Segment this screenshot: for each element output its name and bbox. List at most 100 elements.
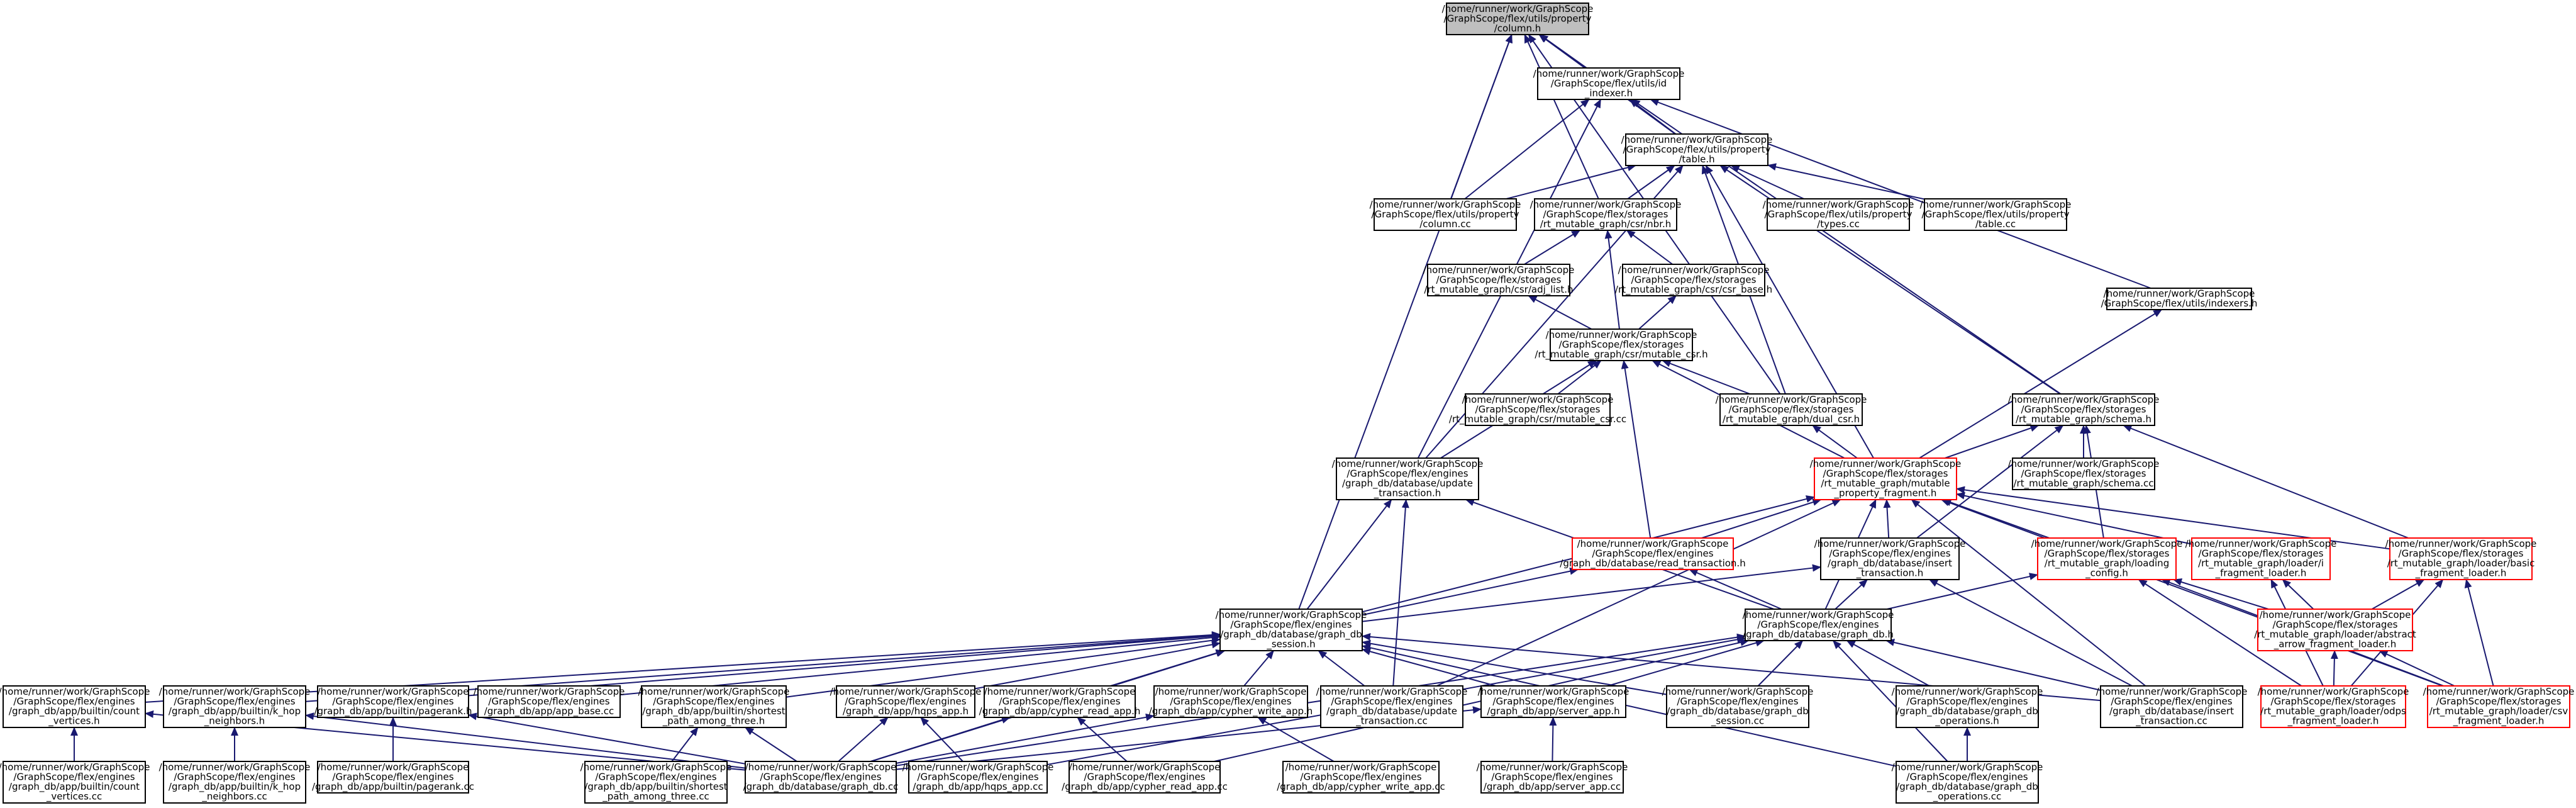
node-box[interactable] (163, 761, 306, 804)
node-box[interactable] (1924, 198, 2067, 231)
node-loading-config-h[interactable]: /home/runner/work/GraphScope/GraphScope/… (2031, 537, 2183, 580)
node-indexers-h[interactable]: /home/runner/work/GraphScope/GraphScope/… (2101, 288, 2258, 310)
node-box[interactable] (1282, 761, 1440, 794)
node-box[interactable] (1550, 328, 1693, 361)
node-insert-txn-h[interactable]: /home/runner/work/GraphScope/GraphScope/… (1814, 537, 1966, 580)
node-box[interactable] (2012, 393, 2155, 426)
node-graph-db-h[interactable]: /home/runner/work/GraphScope/GraphScope/… (1743, 609, 1894, 641)
node-cypher-read-h[interactable]: /home/runner/work/GraphScope/GraphScope/… (979, 685, 1141, 718)
node-cypher-write-h[interactable]: /home/runner/work/GraphScope/GraphScope/… (1149, 685, 1313, 718)
node-box[interactable] (1666, 685, 1809, 728)
node-box[interactable] (1427, 264, 1570, 296)
node-basic-loader-h[interactable]: /home/runner/work/GraphScope/GraphScope/… (2385, 537, 2537, 580)
node-box[interactable] (2037, 537, 2177, 580)
node-id-indexer-h[interactable]: /home/runner/work/GraphScope/GraphScope/… (1533, 67, 1685, 100)
node-table-h[interactable]: /home/runner/work/GraphScope/GraphScope/… (1621, 133, 1773, 166)
node-box[interactable] (641, 685, 787, 728)
node-cypher-write-cc[interactable]: /home/runner/work/GraphScope/GraphScope/… (1277, 761, 1445, 794)
node-server-app-h[interactable]: /home/runner/work/GraphScope/GraphScope/… (1478, 685, 1629, 718)
node-box[interactable] (3, 761, 146, 804)
node-arrow-loader-h[interactable]: /home/runner/work/GraphScope/GraphScope/… (2254, 609, 2416, 651)
node-read-txn-h[interactable]: /home/runner/work/GraphScope/GraphScope/… (1560, 537, 1746, 570)
node-box[interactable] (1320, 685, 1463, 728)
node-box[interactable] (1572, 537, 1734, 570)
node-count-vertices-h[interactable]: /home/runner/work/GraphScope/GraphScope/… (0, 685, 150, 728)
node-box[interactable] (317, 685, 469, 718)
node-mpf-h[interactable]: /home/runner/work/GraphScope/GraphScope/… (1810, 457, 1962, 500)
node-operations-cc[interactable]: /home/runner/work/GraphScope/GraphScope/… (1892, 761, 2043, 804)
node-box[interactable] (908, 761, 1048, 794)
node-session-h[interactable]: /home/runner/work/GraphScope/GraphScope/… (1216, 609, 1367, 651)
node-column-h[interactable]: /home/runner/work/GraphScope/GraphScope/… (1442, 3, 1594, 35)
node-box[interactable] (1069, 761, 1221, 794)
node-shortest-h[interactable]: /home/runner/work/GraphScope/GraphScope/… (638, 685, 790, 728)
node-box[interactable] (836, 685, 975, 718)
node-box[interactable] (1814, 457, 1957, 500)
node-box[interactable] (2012, 457, 2155, 490)
node-box[interactable] (1153, 685, 1308, 718)
node-insert-txn-cc[interactable]: /home/runner/work/GraphScope/GraphScope/… (2096, 685, 2248, 728)
node-schema-h[interactable]: /home/runner/work/GraphScope/GraphScope/… (2008, 393, 2160, 426)
node-box[interactable] (2389, 537, 2533, 580)
node-box[interactable] (584, 761, 728, 804)
node-box[interactable] (2427, 685, 2570, 728)
node-box[interactable] (1820, 537, 1960, 580)
node-mutable-csr-h[interactable]: /home/runner/work/GraphScope/GraphScope/… (1535, 328, 1708, 361)
node-graph-db-cc[interactable]: /home/runner/work/GraphScope/GraphScope/… (743, 761, 899, 794)
node-box[interactable] (1534, 198, 1677, 231)
node-adj-list-h[interactable]: /home/runner/work/GraphScope/GraphScope/… (1423, 264, 1575, 296)
node-cypher-read-cc[interactable]: /home/runner/work/GraphScope/GraphScope/… (1062, 761, 1228, 794)
node-box[interactable] (1446, 3, 1589, 35)
node-server-app-cc[interactable]: /home/runner/work/GraphScope/GraphScope/… (1477, 761, 1628, 794)
node-box[interactable] (1465, 393, 1611, 426)
node-box[interactable] (1622, 264, 1765, 296)
node-schema-cc[interactable]: /home/runner/work/GraphScope/GraphScope/… (2008, 457, 2160, 490)
node-update-txn-cc[interactable]: /home/runner/work/GraphScope/GraphScope/… (1316, 685, 1468, 728)
node-box[interactable] (477, 685, 621, 718)
node-dual-csr-h[interactable]: /home/runner/work/GraphScope/GraphScope/… (1716, 393, 1867, 426)
node-box[interactable] (984, 685, 1136, 718)
node-box[interactable] (1719, 393, 1863, 426)
node-csr-nbr-h[interactable]: /home/runner/work/GraphScope/GraphScope/… (1530, 198, 1682, 231)
node-box[interactable] (1767, 198, 1910, 231)
node-operations-h[interactable]: /home/runner/work/GraphScope/GraphScope/… (1892, 685, 2043, 728)
node-csr-base-h[interactable]: /home/runner/work/GraphScope/GraphScope/… (1615, 264, 1772, 296)
node-session-cc[interactable]: /home/runner/work/GraphScope/GraphScope/… (1662, 685, 1814, 728)
node-odps-loader-h[interactable]: /home/runner/work/GraphScope/GraphScope/… (2258, 685, 2409, 728)
node-box[interactable] (1896, 761, 2039, 804)
node-hqps-cc[interactable]: /home/runner/work/GraphScope/GraphScope/… (902, 761, 1054, 794)
node-box[interactable] (2257, 609, 2413, 651)
node-box[interactable] (2260, 685, 2406, 728)
node-k-hop-cc[interactable]: /home/runner/work/GraphScope/GraphScope/… (159, 761, 311, 804)
node-box[interactable] (1625, 133, 1768, 166)
node-box[interactable] (2191, 537, 2331, 580)
node-box[interactable] (317, 761, 469, 794)
node-types-cc[interactable]: /home/runner/work/GraphScope/GraphScope/… (1763, 198, 1914, 231)
node-box[interactable] (1896, 685, 2039, 728)
node-pagerank-cc[interactable]: /home/runner/work/GraphScope/GraphScope/… (312, 761, 474, 794)
node-box[interactable] (1374, 198, 1517, 231)
node-box[interactable] (163, 685, 306, 728)
node-k-hop-h[interactable]: /home/runner/work/GraphScope/GraphScope/… (159, 685, 311, 728)
node-shortest-cc[interactable]: /home/runner/work/GraphScope/GraphScope/… (580, 761, 732, 804)
node-fragment-loader-h[interactable]: /home/runner/work/GraphScope/GraphScope/… (2185, 537, 2337, 580)
node-box[interactable] (745, 761, 897, 794)
node-column-cc[interactable]: /home/runner/work/GraphScope/GraphScope/… (1370, 198, 1521, 231)
node-box[interactable] (1336, 457, 1479, 500)
node-box[interactable] (1480, 761, 1624, 794)
node-box[interactable] (1745, 609, 1892, 641)
node-box[interactable] (1537, 67, 1680, 100)
node-box[interactable] (1480, 685, 1626, 718)
node-hqps-h[interactable]: /home/runner/work/GraphScope/GraphScope/… (830, 685, 982, 718)
node-app-base-cc[interactable]: /home/runner/work/GraphScope/GraphScope/… (474, 685, 625, 718)
node-count-vertices-cc[interactable]: /home/runner/work/GraphScope/GraphScope/… (0, 761, 150, 804)
node-pagerank-h[interactable]: /home/runner/work/GraphScope/GraphScope/… (314, 685, 472, 718)
node-update-txn-h[interactable]: /home/runner/work/GraphScope/GraphScope/… (1332, 457, 1484, 500)
node-box[interactable] (2106, 288, 2252, 310)
node-box[interactable] (2100, 685, 2243, 728)
node-box[interactable] (3, 685, 146, 728)
node-mutable-csr-cc[interactable]: /home/runner/work/GraphScope/GraphScope/… (1449, 393, 1626, 426)
node-csv-loader-h[interactable]: /home/runner/work/GraphScope/GraphScope/… (2423, 685, 2575, 728)
node-box[interactable] (1219, 609, 1363, 651)
node-table-cc[interactable]: /home/runner/work/GraphScope/GraphScope/… (1920, 198, 2072, 231)
